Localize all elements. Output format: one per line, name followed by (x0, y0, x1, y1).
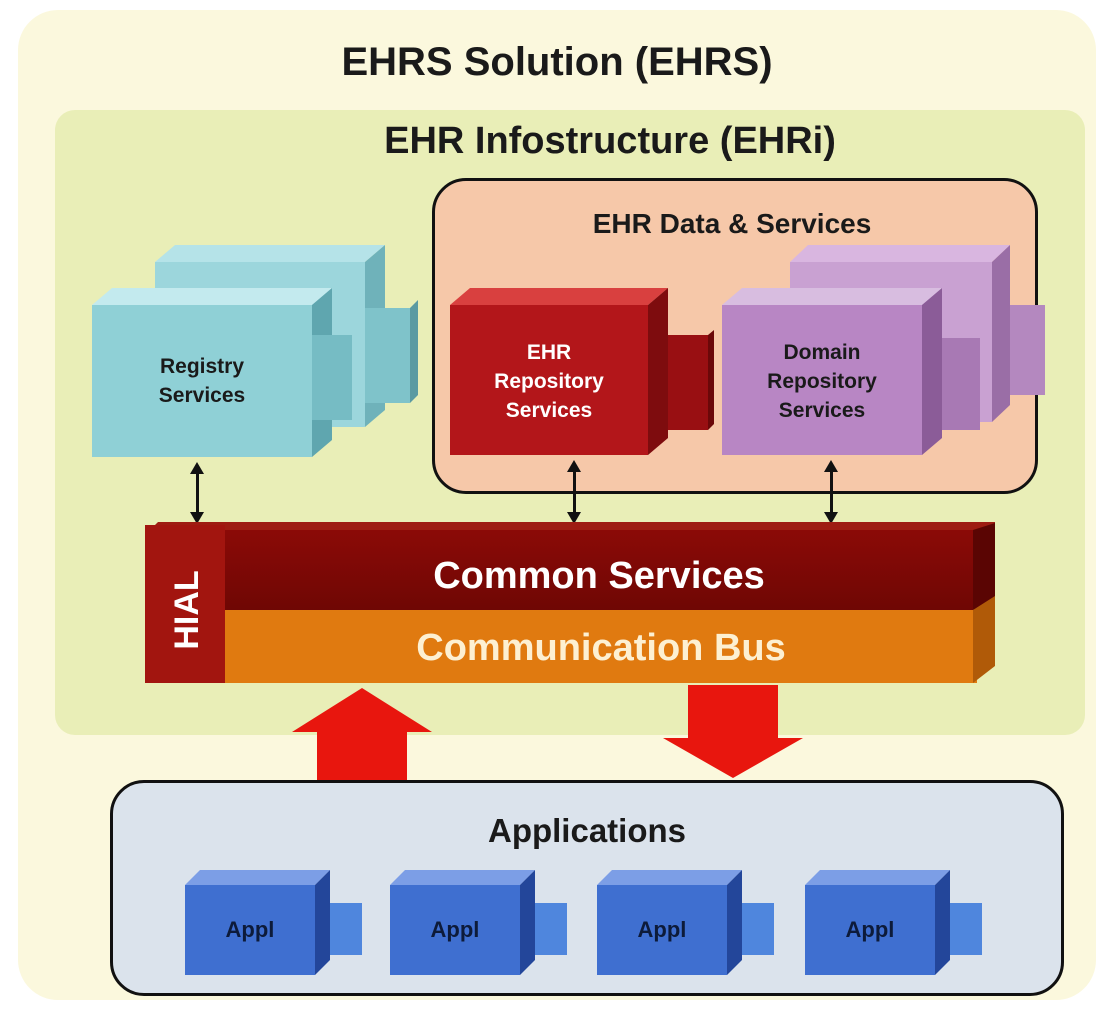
communication-bus-label: Communication Bus (416, 627, 786, 669)
applications-title: Applications (487, 812, 687, 849)
common-services-bar (225, 530, 973, 610)
common-services-side-face (973, 523, 995, 610)
down-flow-arrow (663, 685, 803, 778)
registry-label-line1: Registry (159, 355, 245, 378)
domain-repository-label: Domain Repository Services (722, 338, 922, 425)
ehr-repository-label: EHR Repository Services (450, 338, 648, 425)
ehr-repository-block (450, 288, 714, 455)
appl-block-4 (805, 870, 982, 975)
appl-block-3 (597, 870, 774, 975)
ehr-repo-label-line1: EHR (526, 341, 572, 364)
hial-bar (145, 525, 225, 683)
registry-services-label: Registry Services (92, 352, 312, 410)
appl-label-2: Appl (430, 917, 480, 942)
registry-label-line2: Services (158, 384, 246, 407)
up-flow-arrow (292, 688, 432, 780)
appl-block-2 (390, 870, 567, 975)
domain-repo-label-line1: Domain (783, 341, 861, 364)
ehrs-solution-title: EHRS Solution (EHRS) (341, 40, 773, 84)
domain-repo-label-line2: Repository (767, 370, 877, 393)
communication-bus-side-face (973, 596, 995, 683)
ehr-repo-label-line2: Repository (494, 370, 604, 393)
appl-label-1: Appl (225, 917, 275, 942)
common-services-label: Common Services (433, 555, 765, 597)
registry-services-block (92, 288, 352, 457)
appl-label-4: Appl (845, 917, 895, 942)
ehri-title: EHR Infostructure (EHRi) (384, 120, 836, 162)
ehr-repo-label-line3: Services (505, 399, 593, 422)
ehr-data-services-title: EHR Data & Services (592, 208, 872, 239)
appl-block-1 (185, 870, 362, 975)
domain-repo-label-line3: Services (778, 399, 866, 422)
domain-repository-block (722, 288, 980, 455)
common-services-top-face (150, 522, 995, 530)
communication-bus-bar (225, 610, 977, 683)
appl-label-3: Appl (637, 917, 687, 942)
